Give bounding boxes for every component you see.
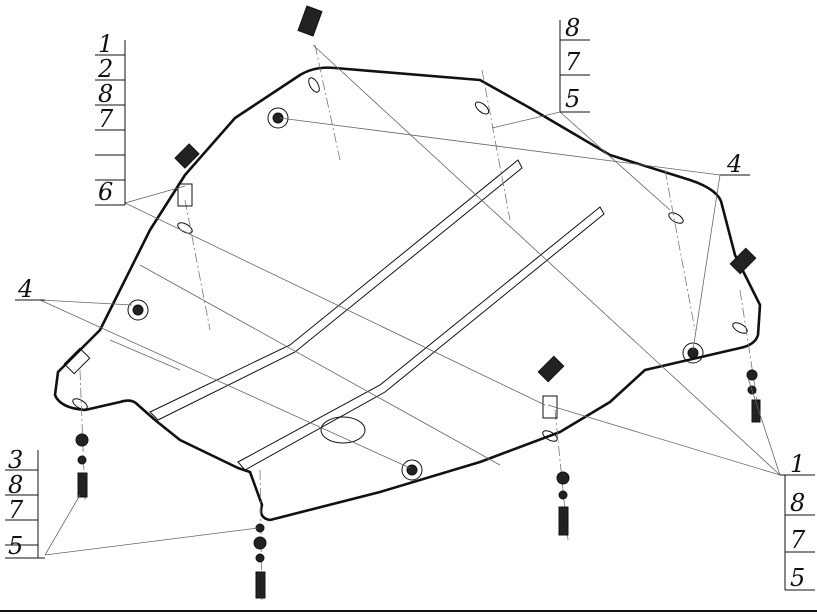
callout-label: 5 [8,532,23,560]
callout-label: 2 [97,55,113,83]
callout-label: 4 [726,150,742,178]
callout-label: 8 [98,80,113,108]
callout-label: 6 [98,178,113,206]
stiffener-left [149,159,523,421]
callout-label: 7 [790,526,806,554]
callout-label: 3 [8,446,23,474]
mounting-bosses [127,107,704,481]
callout-left-mid: 4 [15,275,45,303]
callout-top-left: 1 2 8 7 6 [95,30,126,206]
callout-label: 7 [98,105,114,133]
callout-top-right: 8 7 5 [559,14,590,113]
leader-lines [39,44,781,556]
callout-right-mid: 4 [720,150,750,178]
fold-line [109,264,501,466]
drain-hole [320,416,366,444]
plate-outline [53,66,762,522]
callout-label: 4 [17,275,33,303]
callout-label: 7 [8,496,24,524]
callout-label: 5 [565,85,580,113]
fasteners [63,5,761,599]
callout-label: 8 [565,14,580,42]
callout-label: 8 [790,489,805,517]
callout-bottom-left: 3 8 7 5 [5,446,45,560]
callout-label: 8 [8,471,23,499]
callout-label: 7 [565,48,581,76]
mounting-slots [72,77,748,442]
callout-label: 5 [790,564,805,592]
callout-label: 1 [98,30,113,58]
stiffener-right [237,206,605,471]
callout-bottom-right: 1 8 7 5 [780,450,815,592]
axis-lines [79,44,761,601]
callout-label: 1 [790,450,805,478]
